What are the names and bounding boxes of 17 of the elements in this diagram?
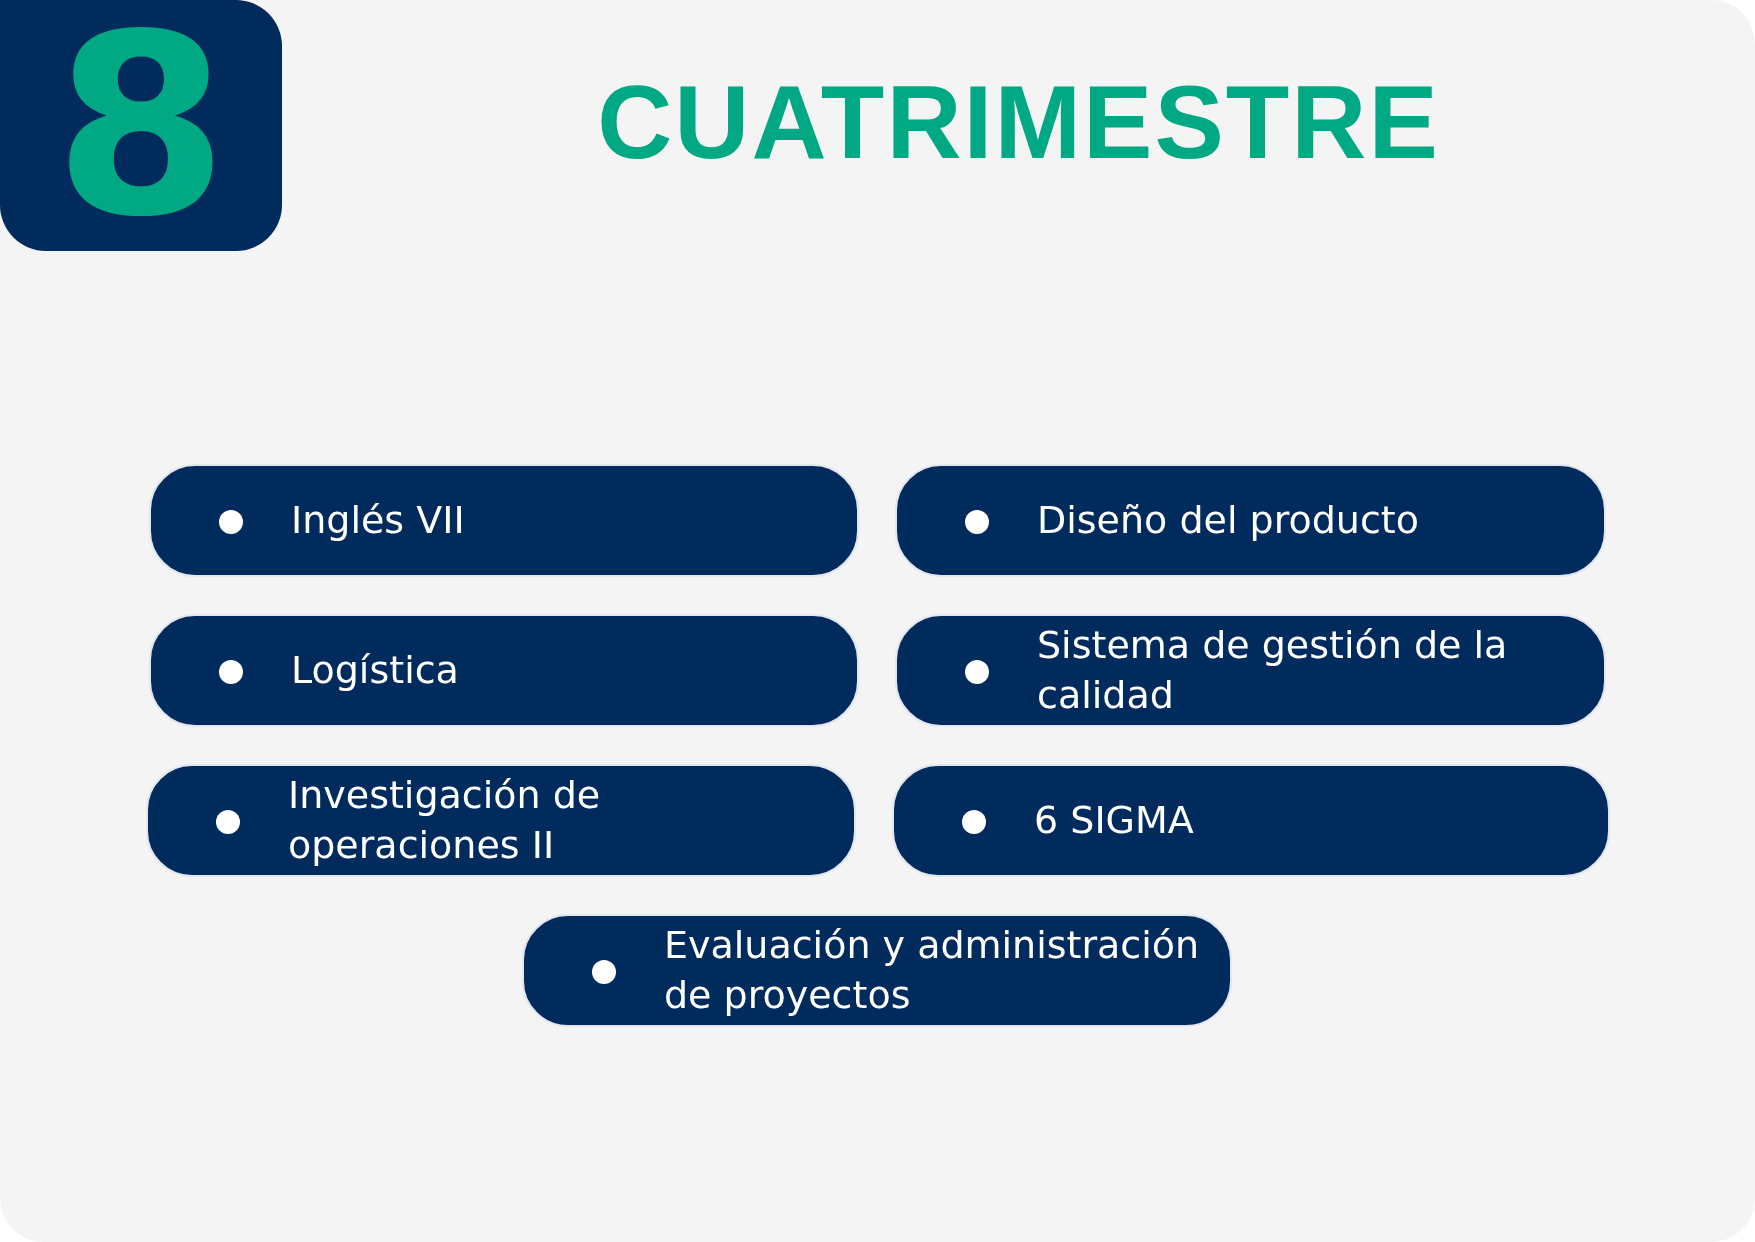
badge-number: 8 — [54, 0, 228, 251]
number-badge — [0, 0, 282, 251]
subject-pill — [892, 764, 1610, 877]
subject-name: Investigación de operaciones II — [288, 772, 602, 869]
subject-pill — [149, 464, 859, 577]
subject-name: 6 SIGMA — [1034, 796, 1194, 844]
subject-pill — [895, 614, 1606, 727]
subject-name: Evaluación y administración de proyectos — [664, 922, 1201, 1019]
subject-pill — [895, 464, 1606, 577]
subject-name: Diseño del producto — [1037, 496, 1419, 544]
subject-name: Logística — [291, 646, 459, 694]
subject-pill — [522, 914, 1232, 1027]
subject-name: Inglés VII — [291, 496, 465, 544]
page-title: CUATRIMESTRE — [596, 63, 1441, 182]
subject-pill — [146, 764, 856, 877]
subject-name: Sistema de gestión de la calidad — [1037, 622, 1509, 719]
subject-pill — [149, 614, 859, 727]
